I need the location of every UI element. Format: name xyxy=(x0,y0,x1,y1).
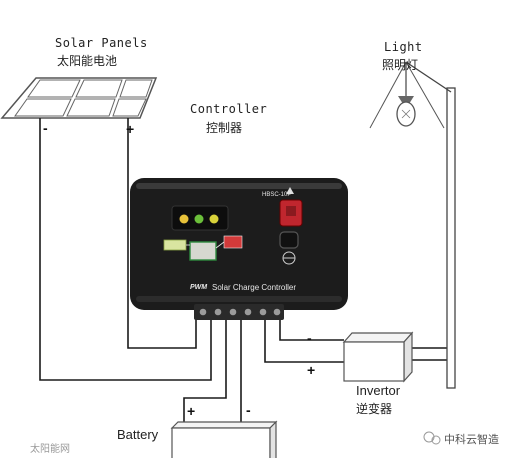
battery-box xyxy=(170,420,278,458)
terminal-screw xyxy=(259,308,267,316)
terminal-screw xyxy=(214,308,222,316)
inverter-plus-sign: + xyxy=(307,362,316,378)
led-indicator xyxy=(179,214,189,224)
controller-unit xyxy=(130,178,348,320)
controller-label-cn: 控制器 xyxy=(206,121,243,135)
wechat-logo xyxy=(423,431,441,445)
terminal-screw xyxy=(199,308,207,316)
solar-panel xyxy=(0,77,158,119)
inverter-label-cn: 逆变器 xyxy=(356,402,393,416)
controller-label: Controller xyxy=(190,102,268,116)
terminal-screw xyxy=(229,308,237,316)
light-fixture xyxy=(369,61,456,389)
solar-plus-sign: + xyxy=(126,121,135,137)
controller-product-text: Solar Charge Controller xyxy=(212,283,297,292)
solar-minus-sign: - xyxy=(43,120,48,136)
terminal-screw xyxy=(244,308,252,316)
led-indicator xyxy=(194,214,204,224)
controller-brand-text: PWM xyxy=(190,284,208,291)
light-label-cn: 照明灯 xyxy=(382,58,419,72)
battery-plus-sign: + xyxy=(187,403,196,419)
setting-button xyxy=(279,231,299,249)
wires xyxy=(39,118,448,428)
watermark-left: 太阳能网 xyxy=(30,444,70,455)
inverter-minus-sign: - xyxy=(307,330,312,346)
battery-minus-sign: - xyxy=(246,402,251,418)
led-indicator xyxy=(209,214,219,224)
solar-panels-label: Solar Panels xyxy=(55,36,148,50)
terminal-screw xyxy=(273,308,281,316)
inverter-box xyxy=(342,331,414,383)
solar-panels-label-cn: 太阳能电池 xyxy=(57,54,118,68)
inverter-label: Invertor xyxy=(356,383,401,398)
watermark-right: 中科云智造 xyxy=(444,433,499,446)
controller-model-text: HBSC-10P xyxy=(262,192,292,198)
battery-label: Battery xyxy=(117,427,159,442)
light-label: Light xyxy=(384,40,423,54)
